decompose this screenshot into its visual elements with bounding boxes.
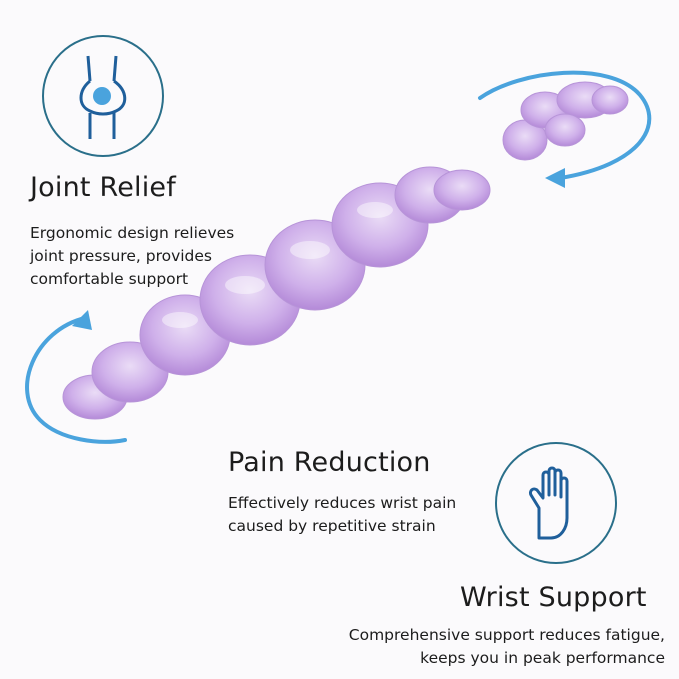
joint-relief-title: Joint Relief: [30, 172, 176, 203]
hand-icon: [529, 466, 569, 540]
rotation-arrow-bottom: [25, 316, 127, 444]
hand-icon-badge: [495, 442, 617, 564]
gel-wrist-rest: [62, 166, 491, 420]
wrist-support-title: Wrist Support: [460, 582, 647, 613]
joint-relief-description: Ergonomic design relieves joint pressure…: [30, 224, 235, 288]
rotation-arrow-top: [478, 70, 652, 180]
wrist-support-description: Comprehensive support reduces fatigue, k…: [348, 626, 665, 667]
pain-reduction-description: Effectively reduces wrist pain caused by…: [228, 494, 457, 535]
joint-icon: [79, 55, 127, 139]
pain-reduction-title: Pain Reduction: [228, 447, 431, 478]
gel-mouse-rest: [502, 81, 629, 161]
joint-icon-badge: [42, 35, 164, 157]
